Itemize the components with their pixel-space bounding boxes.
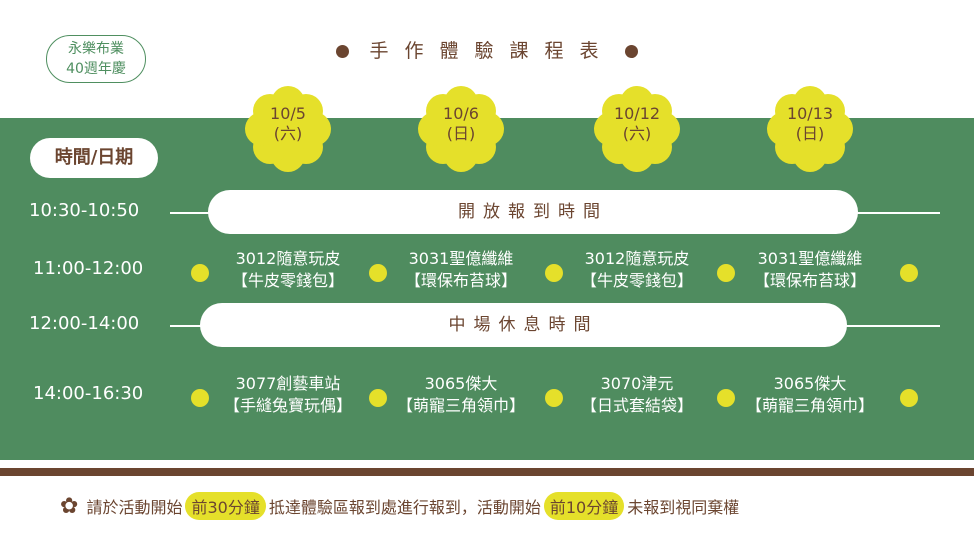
date: 10/6 xyxy=(443,104,479,123)
workshop-name: 【環保布苔球】 xyxy=(753,271,866,290)
time-slot: 12:00-14:00 xyxy=(29,313,140,334)
dot-icon xyxy=(191,264,209,282)
date-label: 10/5(六) xyxy=(245,104,331,144)
date: 10/12 xyxy=(613,104,661,123)
anniversary-badge: 永樂布業 40週年慶 xyxy=(46,35,146,83)
workshop-cell: 3065傑大【萌寵三角領巾】 xyxy=(376,373,546,417)
vendor: 3031聖億纖維 xyxy=(757,249,863,268)
header-label: 時間/日期 xyxy=(30,138,158,178)
petal xyxy=(785,104,835,154)
date-label: 10/6(日) xyxy=(418,104,504,144)
time-slot: 14:00-16:30 xyxy=(33,383,144,404)
workshop-cell: 3065傑大【萌寵三角領巾】 xyxy=(725,373,895,417)
dot-icon xyxy=(900,264,918,282)
date-flower: 10/5(六) xyxy=(245,86,331,172)
dot-icon xyxy=(545,264,563,282)
time-slot: 10:30-10:50 xyxy=(29,200,140,221)
dot-icon xyxy=(900,389,918,407)
workshop-name: 【日式套結袋】 xyxy=(580,396,693,415)
workshop-name: 【萌寵三角領巾】 xyxy=(745,396,874,415)
petal xyxy=(263,104,313,154)
bullet-icon xyxy=(336,45,350,58)
divider xyxy=(0,468,974,476)
banner: 中場休息時間 xyxy=(200,303,847,347)
dot-icon xyxy=(369,264,387,282)
workshop-name: 【環保布苔球】 xyxy=(404,271,517,290)
badge-line2: 40週年慶 xyxy=(66,61,126,77)
petal xyxy=(436,104,486,154)
vendor: 3012隨意玩皮 xyxy=(235,249,341,268)
weekday: (六) xyxy=(273,124,303,143)
time-slot: 11:00-12:00 xyxy=(33,258,144,279)
vendor: 3031聖億纖維 xyxy=(408,249,514,268)
date-label: 10/12(六) xyxy=(594,104,680,144)
dot-icon xyxy=(717,264,735,282)
date: 10/13 xyxy=(786,104,834,123)
vendor: 3012隨意玩皮 xyxy=(584,249,690,268)
weekday: (日) xyxy=(446,124,476,143)
workshop-name: 【手縫兔寶玩偶】 xyxy=(223,396,352,415)
workshop-cell: 3070津元【日式套結袋】 xyxy=(552,373,722,417)
workshop-name: 【牛皮零錢包】 xyxy=(580,271,693,290)
bullet-icon xyxy=(624,45,638,58)
date-label: 10/13(日) xyxy=(767,104,853,144)
workshop-cell: 3031聖億纖維【環保布苔球】 xyxy=(725,248,895,292)
footer-text-2: 抵達體驗區報到處進行報到，活動開始 xyxy=(268,498,541,517)
badge-line1: 永樂布業 xyxy=(68,41,124,57)
footer-note: ✿ 請於活動開始 前30分鐘 抵達體驗區報到處進行報到，活動開始 前10分鐘 未… xyxy=(60,492,739,520)
date-flower: 10/13(日) xyxy=(767,86,853,172)
schedule-band xyxy=(0,118,974,460)
workshop-cell: 3077創藝車站【手縫兔寶玩偶】 xyxy=(203,373,373,417)
date: 10/5 xyxy=(270,104,306,123)
footer-text-1: 請於活動開始 xyxy=(86,498,183,517)
page-title: 手作體驗課程表 xyxy=(0,36,974,63)
dot-icon xyxy=(717,389,735,407)
vendor: 3065傑大 xyxy=(773,374,847,393)
workshop-cell: 3012隨意玩皮【牛皮零錢包】 xyxy=(552,248,722,292)
banner: 開放報到時間 xyxy=(208,190,858,234)
title-text: 手作體驗課程表 xyxy=(369,40,615,62)
vendor: 3065傑大 xyxy=(424,374,498,393)
workshop-cell: 3012隨意玩皮【牛皮零錢包】 xyxy=(203,248,373,292)
dot-icon xyxy=(545,389,563,407)
dot-icon xyxy=(191,389,209,407)
petal xyxy=(612,104,662,154)
workshop-cell: 3031聖億纖維【環保布苔球】 xyxy=(376,248,546,292)
workshop-name: 【萌寵三角領巾】 xyxy=(396,396,525,415)
vendor: 3077創藝車站 xyxy=(235,374,341,393)
date-flower: 10/12(六) xyxy=(594,86,680,172)
workshop-name: 【牛皮零錢包】 xyxy=(231,271,344,290)
weekday: (六) xyxy=(622,124,652,143)
dot-icon xyxy=(369,389,387,407)
footer-highlight-1: 前30分鐘 xyxy=(185,492,266,520)
date-flower: 10/6(日) xyxy=(418,86,504,172)
weekday: (日) xyxy=(795,124,825,143)
footer-text-3: 未報到視同棄權 xyxy=(627,498,740,517)
footer-highlight-2: 前10分鐘 xyxy=(543,492,625,520)
vendor: 3070津元 xyxy=(600,374,674,393)
flower-icon: ✿ xyxy=(60,493,79,519)
